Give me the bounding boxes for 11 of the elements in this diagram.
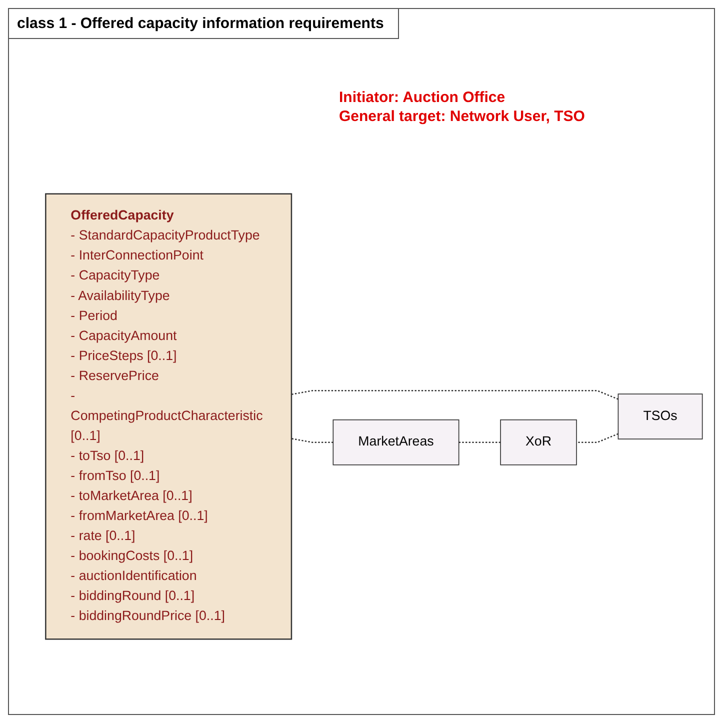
connector	[291, 390, 618, 400]
node-box: TSOs	[618, 394, 703, 440]
connector	[458, 442, 501, 443]
node-box: OfferedCapacity - StandardCapacityProductType - InterConnectionPoint - CapacityType - AvailabilityType - Period - CapacityAmount - PriceSteps [0..1] - ReservePrice - CompetingProductCharacteristic [0..1] - toTso [0..1] - fromTso [0..1] - toMarketArea [0..1] - fromMarketArea [0..1] - rate [0..1] - bookingCosts [0..1] - auctionIdentification - biddingRound [0..1] - biddingRoundPrice [0..1]	[45, 193, 292, 640]
note-text: Initiator: Auction Office	[339, 89, 506, 106]
note-text: General target: Network User, TSO	[339, 108, 585, 125]
diagram-title: class 1 - Offered capacity information requirements	[9, 9, 399, 39]
connector	[576, 433, 618, 443]
node-box: MarketAreas	[332, 419, 460, 466]
connector	[291, 438, 334, 443]
node-box: XoR	[500, 419, 577, 466]
